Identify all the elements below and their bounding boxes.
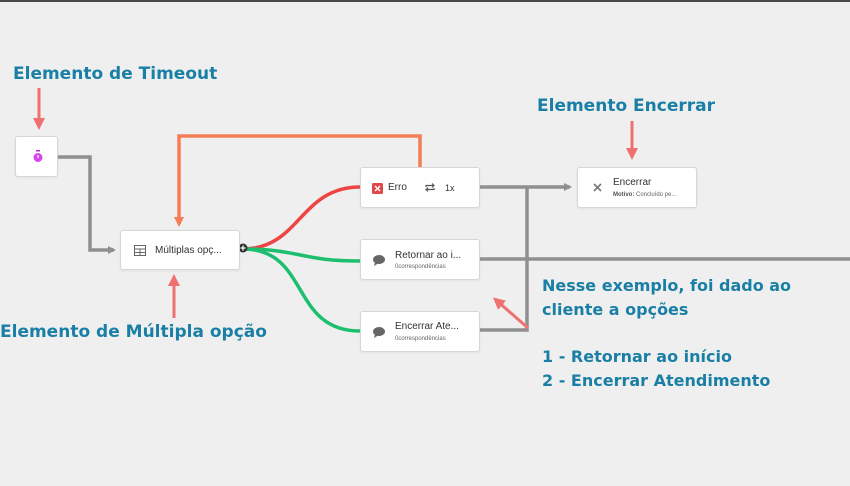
encerrar-node[interactable]: Encerrar Motivo: Concluído pe...: [577, 167, 697, 208]
connector-plus-icon: [238, 243, 248, 253]
multiplas-to-encerrar-atendimento-connector: [242, 247, 361, 333]
multiplas-to-erro-connector: [242, 185, 361, 251]
chat-icon: [373, 255, 385, 266]
explanation-annotation-arrow: [492, 297, 529, 330]
timer-icon: [33, 150, 43, 162]
retornar-node[interactable]: Retornar ao i... 0correspondências: [360, 239, 480, 280]
close-icon: [593, 183, 602, 192]
encerrar-atendimento-sub: 0correspondências: [395, 336, 446, 342]
multiplas-opcoes-node[interactable]: Múltiplas opç...: [120, 230, 240, 270]
option2-annotation: 2 - Encerrar Atendimento: [542, 371, 771, 390]
encerrar-atendimento-node[interactable]: Encerrar Ate... 0correspondências: [360, 311, 480, 352]
chat-icon: [373, 327, 385, 338]
explanation-line2: cliente a opções: [542, 300, 689, 319]
timeout-to-multiplas-connector: [58, 155, 116, 254]
encerrar-annotation: Elemento Encerrar: [537, 96, 715, 116]
top-border: [0, 0, 850, 2]
encerrar-motivo-value: Concluído pe...: [636, 192, 677, 198]
timeout-node[interactable]: [15, 136, 58, 177]
encerrar-motivo: Motivo: Concluído pe...: [613, 192, 676, 198]
erro-node[interactable]: Erro 1x: [360, 167, 480, 208]
option1-annotation: 1 - Retornar ao início: [542, 347, 732, 366]
explanation-line1: Nesse exemplo, foi dado ao: [542, 276, 792, 295]
erro-label: Erro: [388, 182, 407, 193]
table-icon: [134, 245, 146, 256]
encerrar-label: Encerrar: [613, 177, 652, 188]
erro-loop-connector: [174, 134, 422, 227]
multipla-annotation: Elemento de Múltipla opção: [0, 322, 267, 342]
erro-retry-count: 1x: [445, 183, 455, 193]
timeout-annotation: Elemento de Timeout: [13, 64, 218, 84]
retornar-sub: 0correspondências: [395, 264, 446, 270]
retornar-label: Retornar ao i...: [395, 250, 462, 261]
encerrar-atendimento-connector: [480, 187, 529, 332]
multiplas-label: Múltiplas opç...: [155, 245, 222, 256]
encerrar-atendimento-label: Encerrar Ate...: [395, 321, 459, 332]
retry-icon: [425, 183, 435, 192]
encerrar-motivo-label: Motivo:: [613, 192, 635, 198]
error-icon: [372, 183, 383, 194]
